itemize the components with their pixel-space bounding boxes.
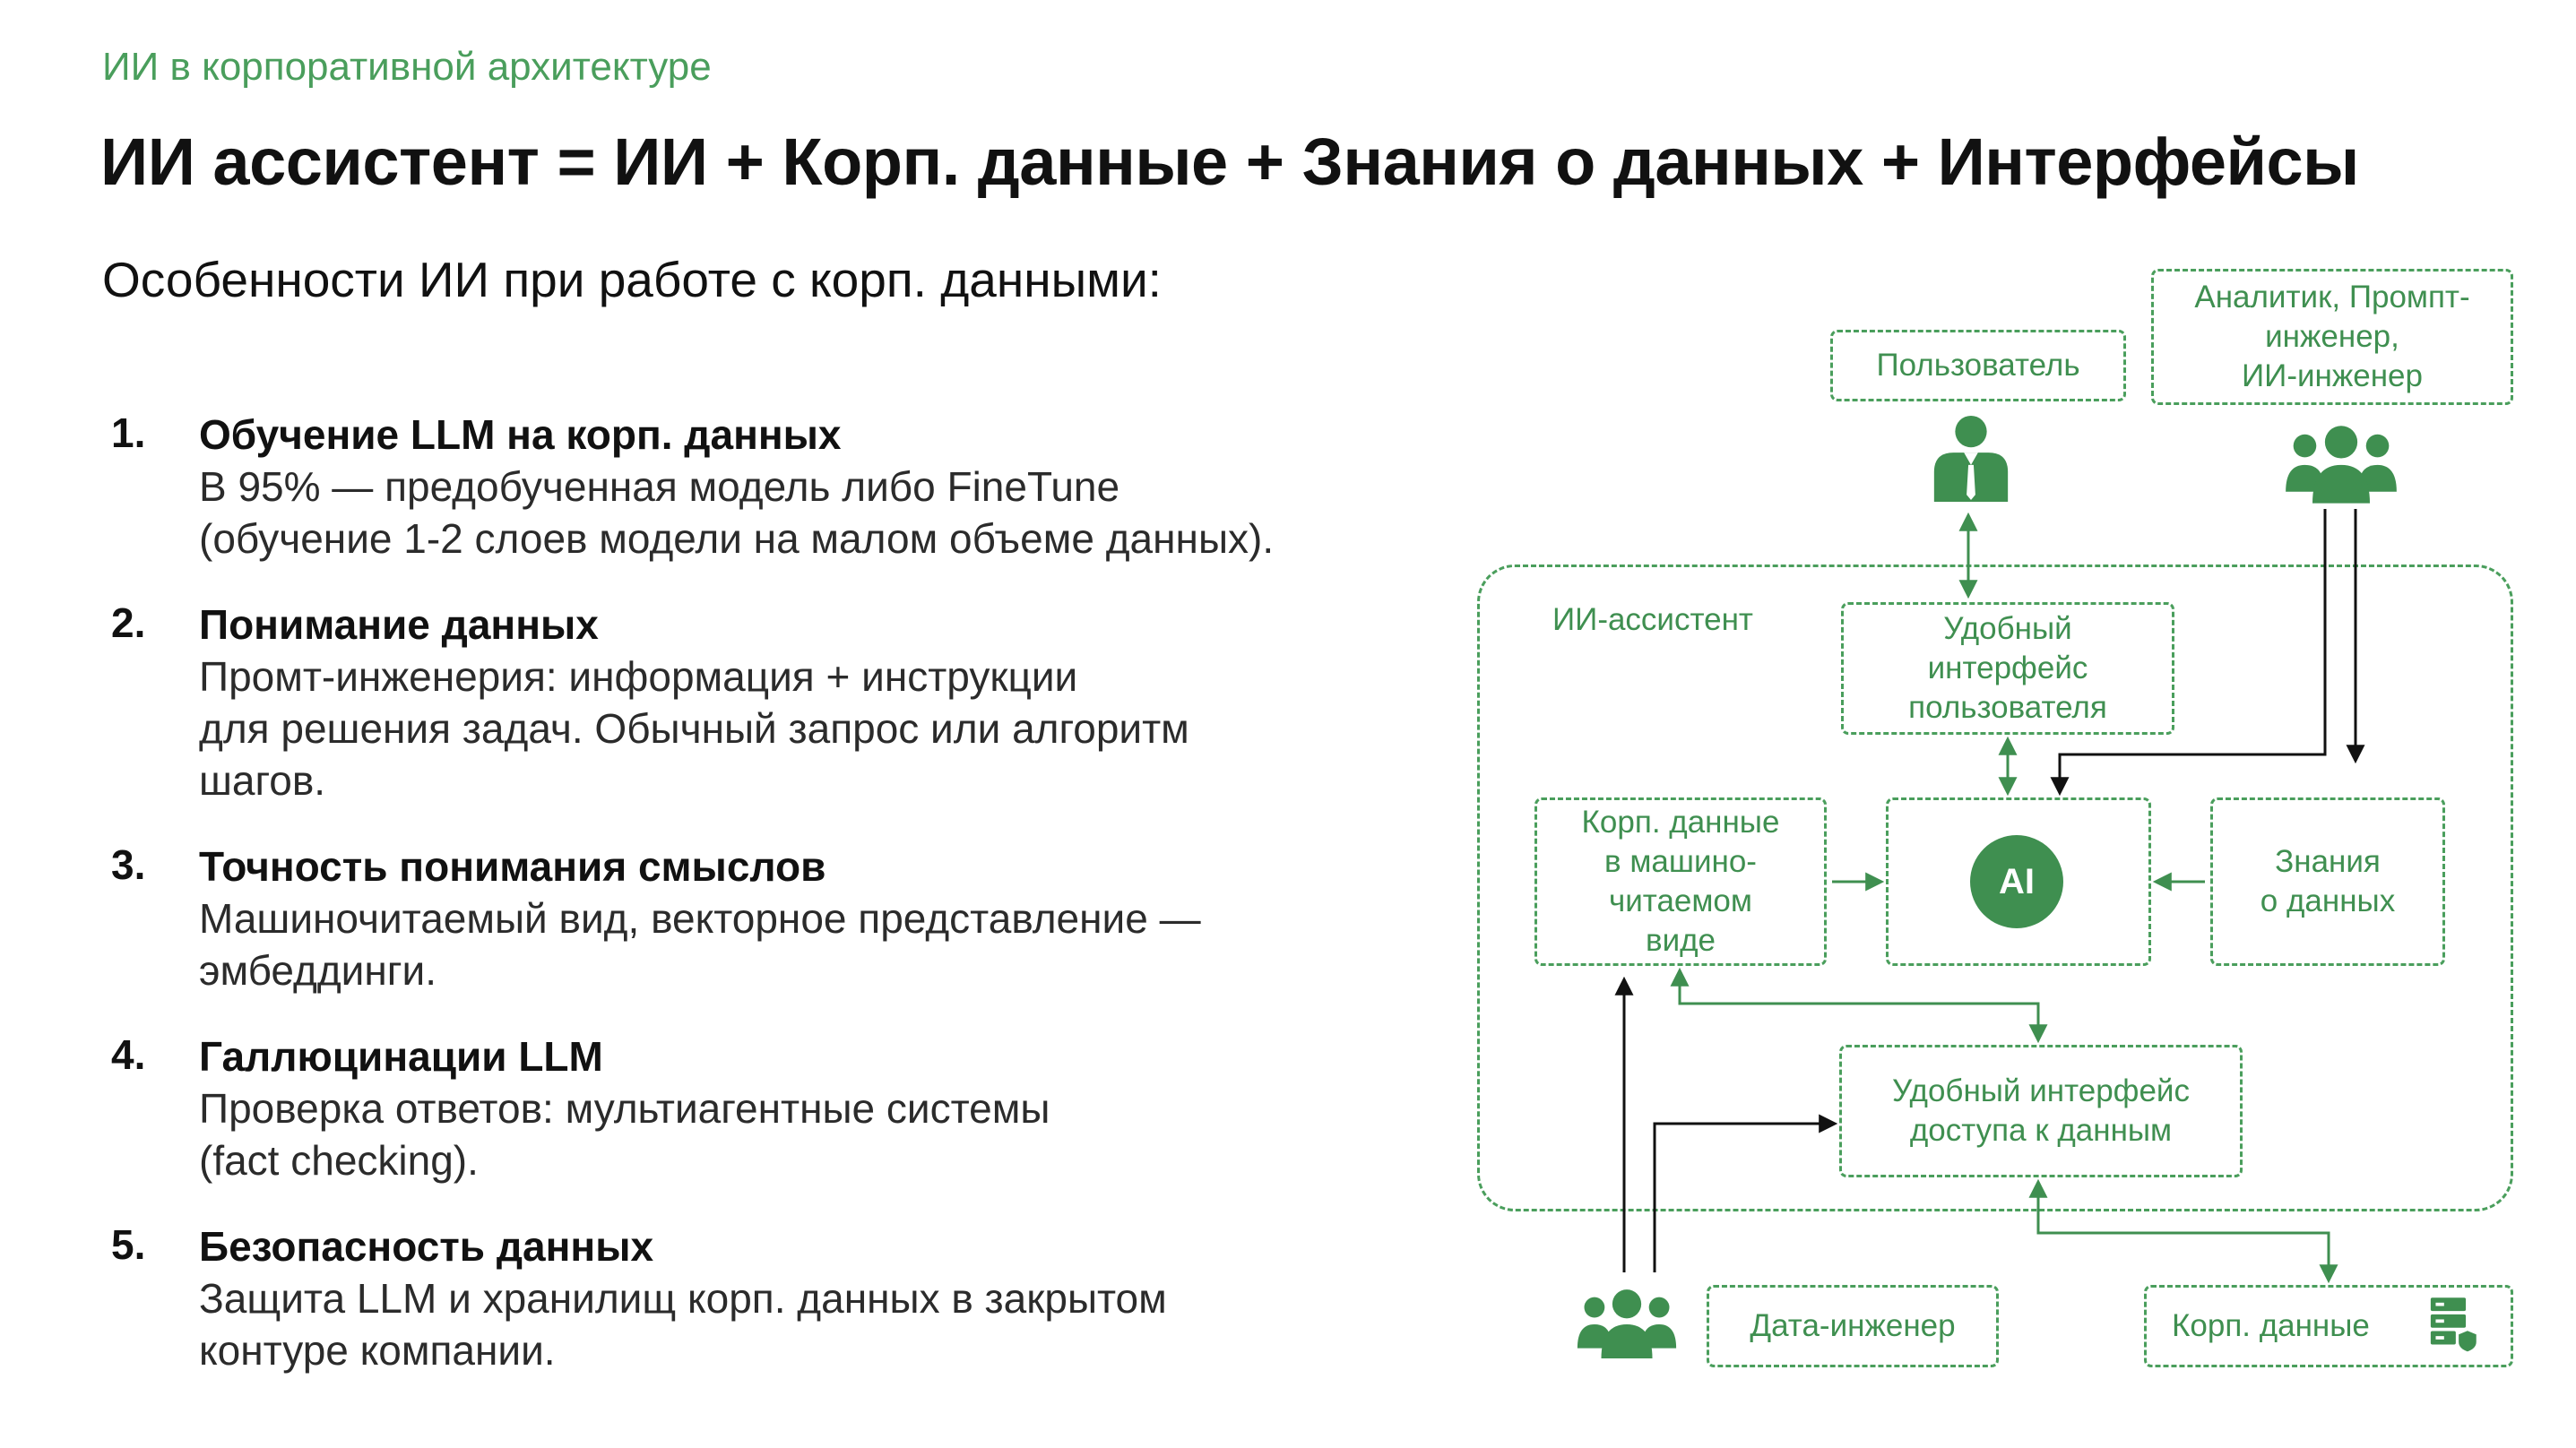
item-title: Безопасность данных <box>199 1223 654 1270</box>
corp-data-machine-box: Корп. данные в машино- читаемом виде <box>1534 797 1827 966</box>
item-number: 2. <box>111 599 146 646</box>
arrow-corpdata-datainterface <box>1670 967 2048 1044</box>
item-title: Точность понимания смыслов <box>199 843 826 890</box>
item-description: Защита LLM и хранилищ корп. данных в зак… <box>199 1275 1167 1374</box>
arrow-datainterface-corpdata <box>2028 1178 2338 1284</box>
data-engineer-box: Дата-инженер <box>1707 1285 1999 1367</box>
item-description: Проверка ответов: мультиагентные системы… <box>199 1085 1050 1184</box>
user-box: Пользователь <box>1830 330 2126 401</box>
item-number: 4. <box>111 1031 146 1078</box>
user-interface-box: Удобный интерфейс пользователя <box>1841 602 2174 735</box>
list-item: 4. Галлюцинации LLM Проверка ответов: му… <box>111 1030 1438 1186</box>
list-item: 5. Безопасность данных Защита LLM и хран… <box>111 1220 1438 1376</box>
item-description: В 95% — предобученная модель либо FineTu… <box>199 463 1275 562</box>
features-list: 1. Обучение LLM на корп. данных В 95% — … <box>111 409 1438 1410</box>
item-description: Машиночитаемый вид, векторное представле… <box>199 895 1201 994</box>
database-shield-icon <box>2430 1297 2479 1355</box>
corp-data-label: Корп. данные <box>2172 1308 2370 1343</box>
item-number: 5. <box>111 1221 146 1268</box>
arrow-analyst-ai <box>2050 509 2327 797</box>
team-icon <box>2286 426 2397 504</box>
corp-data-box: Корп. данные <box>2144 1285 2513 1367</box>
list-item: 1. Обучение LLM на корп. данных В 95% — … <box>111 409 1438 565</box>
intro-text: Особенности ИИ при работе с корп. данным… <box>102 252 1162 307</box>
data-interface-box: Удобный интерфейс доступа к данным <box>1839 1045 2243 1177</box>
item-number: 1. <box>111 409 146 456</box>
slide-title: ИИ ассистент = ИИ + Корп. данные + Знани… <box>100 125 2359 199</box>
list-item: 3. Точность понимания смыслов Машиночита… <box>111 840 1438 996</box>
list-item: 2. Понимание данных Промт-инженерия: инф… <box>111 599 1438 806</box>
team-icon <box>1577 1289 1677 1359</box>
knowledge-box: Знания о данных <box>2210 797 2445 966</box>
ai-box <box>1886 797 2151 966</box>
ai-assistant-region <box>1477 565 2513 1211</box>
arrow-engineer-datainterface <box>1653 1114 1838 1272</box>
item-description: Промт-инженерия: информация + инструкции… <box>199 653 1189 804</box>
item-title: Обучение LLM на корп. данных <box>199 411 842 458</box>
analyst-box: Аналитик, Промпт- инженер, ИИ-инженер <box>2151 269 2513 405</box>
person-icon <box>1933 415 2009 502</box>
item-title: Понимание данных <box>199 601 599 648</box>
ai-assistant-label: ИИ-ассистент <box>1552 602 1753 637</box>
slide-subtitle: ИИ в корпоративной архитектуре <box>102 45 712 89</box>
item-title: Галлюцинации LLM <box>199 1033 603 1080</box>
ai-circle: AI <box>1970 835 2063 928</box>
item-number: 3. <box>111 841 146 888</box>
